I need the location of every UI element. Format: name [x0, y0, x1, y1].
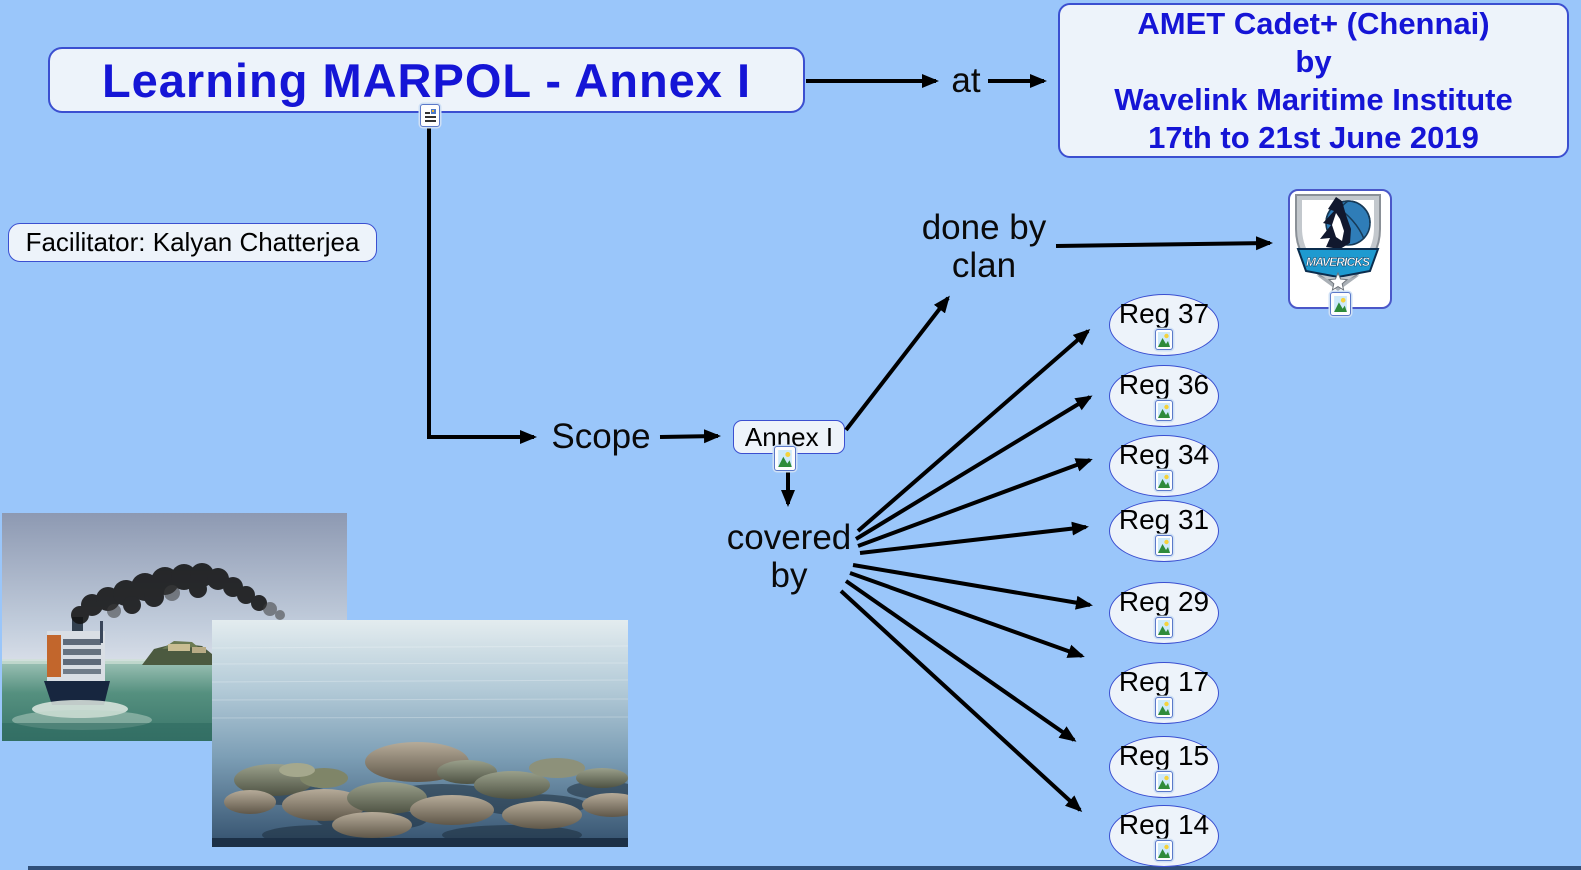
- reg-label: Reg 17: [1118, 666, 1210, 697]
- facilitator-node[interactable]: Facilitator: Kalyan Chatterjea: [8, 223, 377, 262]
- image-resource-icon[interactable]: [1155, 771, 1173, 792]
- connector-doneby-to-logo: [1055, 236, 1273, 251]
- connector-annex-to-doneby: [844, 295, 950, 432]
- reg-label: Reg 31: [1118, 504, 1210, 535]
- image-resource-icon[interactable]: [1155, 535, 1173, 556]
- image-resource-icon[interactable]: [1155, 470, 1173, 491]
- connector-scope-to-annex: [659, 429, 721, 444]
- mavericks-logo-node[interactable]: MAVERICKS: [1288, 189, 1392, 309]
- text-note-resource-icon[interactable]: [420, 104, 440, 127]
- connector-coveredby-to-reg17: [849, 571, 1085, 658]
- connector-title-to-scope: [427, 126, 537, 444]
- window-bottom-edge: [28, 866, 1581, 870]
- reg-node-34[interactable]: Reg 34: [1109, 435, 1219, 497]
- connector-coveredby-to-reg36: [854, 395, 1093, 541]
- reg-label: Reg 14: [1118, 809, 1210, 840]
- image-resource-icon[interactable]: [1155, 617, 1173, 638]
- image-resource-icon[interactable]: [1330, 292, 1351, 316]
- image-resource-icon[interactable]: [774, 446, 796, 471]
- link-label-done-by-clan[interactable]: done by clan: [921, 208, 1047, 285]
- reg-label: Reg 34: [1118, 439, 1210, 470]
- venue-line: 17th to 21st June 2019: [1148, 119, 1479, 155]
- reg-node-37[interactable]: Reg 37: [1109, 294, 1219, 356]
- connector-coveredby-to-reg31: [859, 521, 1089, 555]
- facilitator-label: Facilitator: Kalyan Chatterjea: [25, 227, 360, 257]
- connector-coveredby-to-reg15: [844, 579, 1077, 742]
- image-resource-icon[interactable]: [1155, 697, 1173, 718]
- title-label: Learning MARPOL - Annex I: [101, 53, 752, 107]
- reg-node-14[interactable]: Reg 14: [1109, 805, 1219, 867]
- reg-label: Reg 37: [1118, 298, 1210, 329]
- reg-label: Reg 29: [1118, 586, 1210, 617]
- venue-line: by: [1295, 43, 1332, 79]
- link-label-covered-by[interactable]: covered by: [726, 518, 852, 595]
- image-resource-icon[interactable]: [1155, 329, 1173, 350]
- connector-coveredby-to-reg34: [857, 458, 1093, 548]
- title-node[interactable]: Learning MARPOL - Annex I: [48, 47, 805, 113]
- mavericks-logo-image: MAVERICKS: [1295, 194, 1381, 292]
- reg-label: Reg 15: [1118, 740, 1210, 771]
- reg-node-17[interactable]: Reg 17: [1109, 662, 1219, 724]
- link-label-scope[interactable]: Scope: [551, 417, 651, 456]
- calm-sea-rocks-photo[interactable]: [212, 620, 628, 847]
- image-resource-icon[interactable]: [1155, 400, 1173, 421]
- reg-node-15[interactable]: Reg 15: [1109, 736, 1219, 798]
- reg-node-36[interactable]: Reg 36: [1109, 365, 1219, 427]
- image-resource-icon[interactable]: [1155, 840, 1173, 861]
- connector-coveredby-to-reg37: [856, 329, 1091, 533]
- connector-coveredby-to-reg29: [852, 563, 1093, 610]
- connector-coveredby-to-reg14: [839, 589, 1083, 813]
- venue-node[interactable]: AMET Cadet+ (Chennai) by Wavelink Mariti…: [1058, 3, 1569, 158]
- reg-node-29[interactable]: Reg 29: [1109, 582, 1219, 644]
- reg-label: Reg 36: [1118, 369, 1210, 400]
- venue-line: Wavelink Maritime Institute: [1114, 81, 1513, 117]
- svg-text:MAVERICKS: MAVERICKS: [1306, 255, 1370, 269]
- link-label-at[interactable]: at: [951, 61, 981, 100]
- reg-node-31[interactable]: Reg 31: [1109, 500, 1219, 562]
- venue-line: AMET Cadet+ (Chennai): [1137, 5, 1490, 41]
